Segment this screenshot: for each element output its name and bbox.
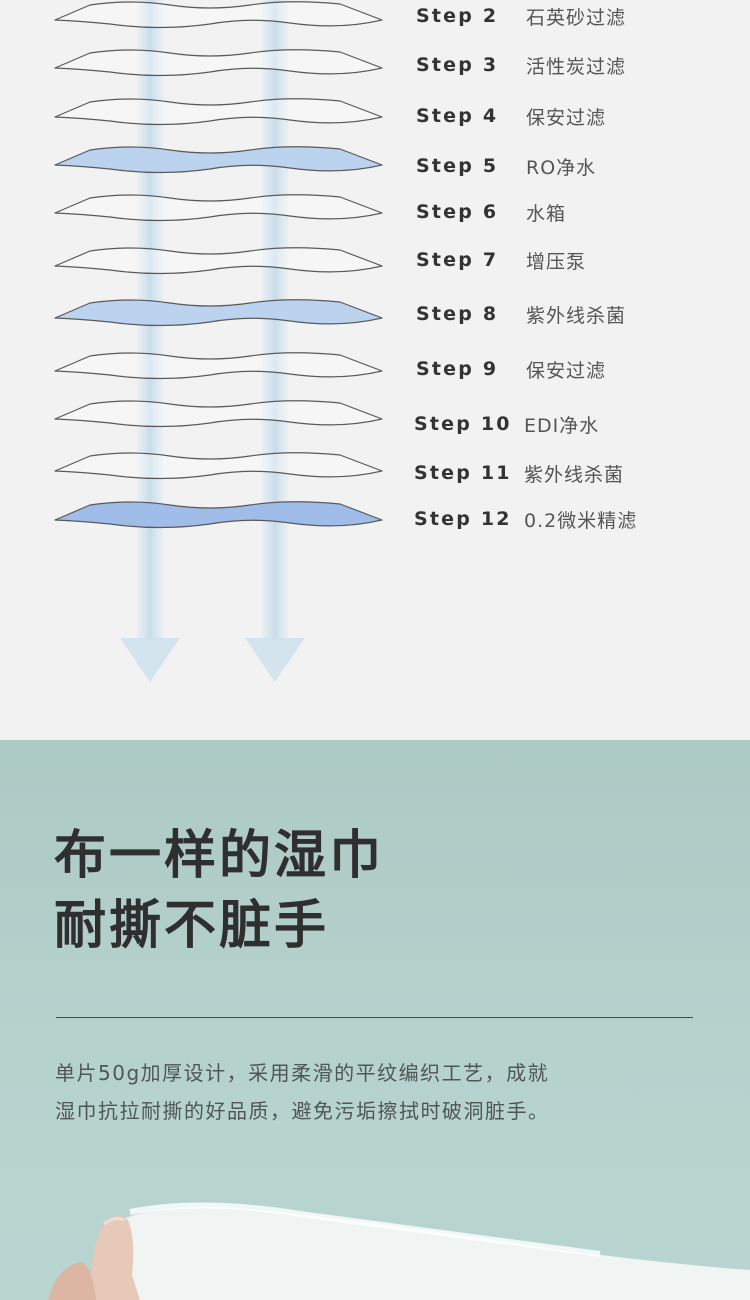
step-row: Step 12 0.2微米精滤 xyxy=(414,506,637,532)
step-row: Step 6 水箱 xyxy=(416,199,566,225)
step-description: 保安过滤 xyxy=(526,359,607,382)
step-label: Step 11 xyxy=(414,462,512,484)
step-label: Step 5 xyxy=(416,155,499,177)
step-label: Step 4 xyxy=(416,105,499,127)
tissue-hand-image xyxy=(48,1202,750,1300)
flow-arrow-head xyxy=(245,638,305,682)
filter-layer xyxy=(54,49,383,77)
step-row: Step 4 保安过滤 xyxy=(416,103,606,129)
filter-layer xyxy=(54,501,383,529)
description-line-2: 湿巾抗拉耐撕的好品质，避免污垢擦拭时破洞脏手。 xyxy=(55,1099,550,1123)
filter-layers-diagram xyxy=(54,0,383,682)
step-label: Step 8 xyxy=(416,303,499,325)
step-row: Step 11 紫外线杀菌 xyxy=(414,460,624,486)
step-label: Step 3 xyxy=(416,54,499,76)
step-row: Step 2 石英砂过滤 xyxy=(416,3,626,29)
step-row: Step 3 活性炭过滤 xyxy=(416,52,626,78)
filter-layer xyxy=(54,1,383,29)
step-description: EDI净水 xyxy=(524,414,600,437)
step-row: Step 10 EDI净水 xyxy=(414,411,599,437)
description-line-1: 单片50g加厚设计，采用柔滑的平纹编织工艺，成就 xyxy=(55,1061,550,1085)
step-description: 0.2微米精滤 xyxy=(524,509,638,532)
filter-layer xyxy=(54,98,383,126)
filter-layer xyxy=(54,400,383,428)
step-row: Step 8 紫外线杀菌 xyxy=(416,301,626,327)
filter-layer xyxy=(54,194,383,222)
step-description: 石英砂过滤 xyxy=(526,6,627,29)
filter-layers xyxy=(54,1,383,529)
step-description: 保安过滤 xyxy=(526,106,607,129)
step-description: RO净水 xyxy=(526,156,597,179)
step-description: 水箱 xyxy=(526,202,567,225)
filter-layer xyxy=(54,452,383,480)
step-description: 紫外线杀菌 xyxy=(526,304,627,327)
flow-arrow-head xyxy=(120,638,180,682)
step-description: 增压泵 xyxy=(526,250,587,273)
step-label: Step 6 xyxy=(416,201,499,223)
step-label: Step 7 xyxy=(416,249,499,271)
headline-line-1: 布一样的湿巾 xyxy=(54,826,385,886)
step-label: Step 10 xyxy=(414,413,512,435)
step-label: Step 12 xyxy=(414,508,512,530)
filter-layer xyxy=(54,352,383,380)
step-label: Step 2 xyxy=(416,5,499,27)
step-description: 活性炭过滤 xyxy=(526,55,627,78)
headline-line-2: 耐撕不脏手 xyxy=(54,896,330,956)
filter-layer xyxy=(54,247,383,275)
step-row: Step 5 RO净水 xyxy=(416,153,596,179)
filter-layer xyxy=(54,299,383,327)
step-description: 紫外线杀菌 xyxy=(524,463,625,486)
step-row: Step 7 增压泵 xyxy=(416,247,586,273)
feature-section: 布一样的湿巾 耐撕不脏手 单片50g加厚设计，采用柔滑的平纹编织工艺，成就 湿巾… xyxy=(0,740,750,1300)
step-label: Step 9 xyxy=(416,358,499,380)
filter-layer xyxy=(54,146,383,174)
step-row: Step 9 保安过滤 xyxy=(416,356,606,382)
filtration-process-section: Step 2 石英砂过滤 Step 3 活性炭过滤 Step 4 保安过滤 Step 5 RO… xyxy=(54,0,637,682)
divider xyxy=(56,1017,693,1018)
